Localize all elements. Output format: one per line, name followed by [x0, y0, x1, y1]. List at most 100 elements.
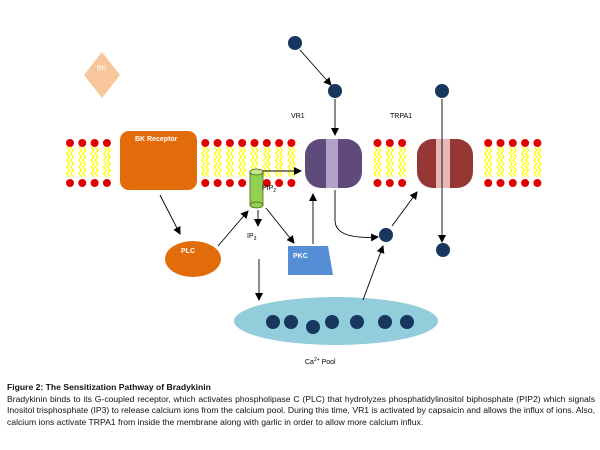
lipid-tail: [533, 146, 538, 178]
plc-enzyme: PLC: [165, 241, 221, 277]
lipid-head: [385, 139, 394, 147]
pip2-cylinder: PIP2: [249, 168, 276, 209]
lipid-tail: [500, 146, 505, 178]
lipid-tail: [81, 146, 87, 178]
lipid-tail: [229, 146, 235, 178]
lipid-tail: [94, 146, 99, 178]
figure-caption-text: Bradykinin binds to its G-coupled recept…: [7, 393, 595, 427]
lipid-head: [102, 139, 111, 147]
vr1-channel: VR1: [291, 113, 362, 188]
lipid-tail: [397, 146, 403, 178]
calcium-ion: [378, 315, 392, 329]
lipid-head: [66, 179, 74, 187]
lipid-head: [287, 179, 296, 187]
calcium-pool-label: Ca2+ Pool: [305, 357, 336, 366]
pkc-kinase: PKC: [288, 246, 333, 275]
lipid-tail: [524, 146, 530, 178]
lipid-head: [275, 179, 284, 187]
vr1-pore: [326, 139, 338, 188]
trpa1-channel: TRPA1: [390, 113, 473, 188]
lipid-head: [66, 139, 74, 147]
lipid-head: [496, 139, 505, 147]
calcium-ion: [284, 315, 298, 329]
lipid-tail: [90, 146, 95, 178]
arrow-vr1-to-ion: [334, 190, 379, 242]
influx-calcium-ion: [436, 243, 450, 257]
calcium-ion: [350, 315, 364, 329]
lipid-tail: [200, 146, 206, 178]
arrow-ion-to-trpa1: [391, 191, 418, 227]
lipid-head: [250, 139, 259, 147]
lipid-head: [225, 139, 234, 147]
lipid-tail: [389, 146, 395, 178]
lipid-head: [521, 139, 530, 147]
arrow-pool-to-ion: [362, 245, 385, 301]
lipid-head: [275, 139, 284, 147]
calcium-ion: [400, 315, 414, 329]
lipid-head: [78, 179, 87, 187]
capsaicin-molecule: [288, 36, 302, 50]
lipid-head: [508, 139, 517, 147]
lipid-head: [484, 179, 493, 187]
lipid-tail: [508, 146, 514, 178]
trpa1-pore: [436, 139, 450, 188]
calcium-ion: [266, 315, 280, 329]
lipid-tail: [496, 146, 501, 178]
lipid-tail: [274, 146, 280, 178]
lipid-head: [385, 179, 394, 187]
bk-label: BK: [97, 65, 107, 72]
bk-ligand: BK: [84, 52, 120, 98]
plc-ellipse: [165, 241, 221, 277]
lipid-tail: [106, 146, 112, 178]
bradykinin-pathway-diagram: BK BK Receptor PIP2 PLC IP3 PKC VR1 TRPA…: [65, 36, 542, 366]
calcium-ion: [306, 320, 320, 334]
pkc-label: PKC: [293, 253, 308, 260]
lipid-tail: [102, 146, 108, 178]
lipid-head: [90, 139, 99, 147]
pip2-label: PIP2: [262, 185, 276, 194]
lipid-tail: [373, 146, 378, 178]
lipid-tail: [512, 146, 518, 178]
lipid-bilayer-membrane: [65, 139, 542, 187]
lipid-tail: [287, 146, 292, 178]
lipid-head: [102, 179, 111, 187]
lipid-head: [262, 179, 271, 187]
lipid-head: [201, 139, 210, 147]
ip3-label: IP3: [247, 233, 257, 242]
intracellular-calcium-ion: [379, 228, 393, 242]
bk-receptor: BK Receptor: [120, 131, 197, 190]
pathway-arrows: [159, 49, 446, 301]
lipid-head: [287, 139, 296, 147]
lipid-head: [484, 139, 493, 147]
lipid-tail: [65, 146, 71, 178]
garlic-molecule: [435, 84, 449, 98]
arrow-pip2-to-pkc: [265, 207, 295, 244]
bk-diamond-shape: [84, 52, 120, 98]
lipid-head: [238, 179, 247, 187]
figure-caption: Figure 2: The Sensitization Pathway of B…: [7, 382, 595, 428]
lipid-head: [201, 179, 210, 187]
lipid-head: [225, 179, 234, 187]
figure-caption-title: Figure 2: The Sensitization Pathway of B…: [7, 382, 211, 392]
lipid-tail: [237, 146, 243, 178]
lipid-tail: [77, 146, 83, 178]
lipid-tail: [377, 146, 382, 178]
lipid-tail: [291, 146, 296, 178]
pip2-top: [249, 168, 264, 176]
lipid-tail: [487, 146, 493, 178]
lipid-head: [238, 139, 247, 147]
lipid-head: [373, 179, 382, 187]
calcium-pool: Ca2+ Pool: [234, 297, 438, 366]
ion-entering-vr1: [328, 84, 342, 98]
lipid-head: [496, 179, 505, 187]
arrow-plc-to-pip2: [217, 210, 249, 247]
lipid-tail: [266, 146, 272, 178]
vr1-label: VR1: [291, 113, 305, 120]
bk-receptor-label: BK Receptor: [135, 136, 178, 143]
lipid-head: [78, 139, 87, 147]
pkc-shape: [288, 246, 333, 275]
trpa1-label: TRPA1: [390, 113, 412, 120]
lipid-tail: [69, 146, 75, 178]
lipid-tail: [278, 146, 284, 178]
lipid-tail: [483, 146, 489, 178]
